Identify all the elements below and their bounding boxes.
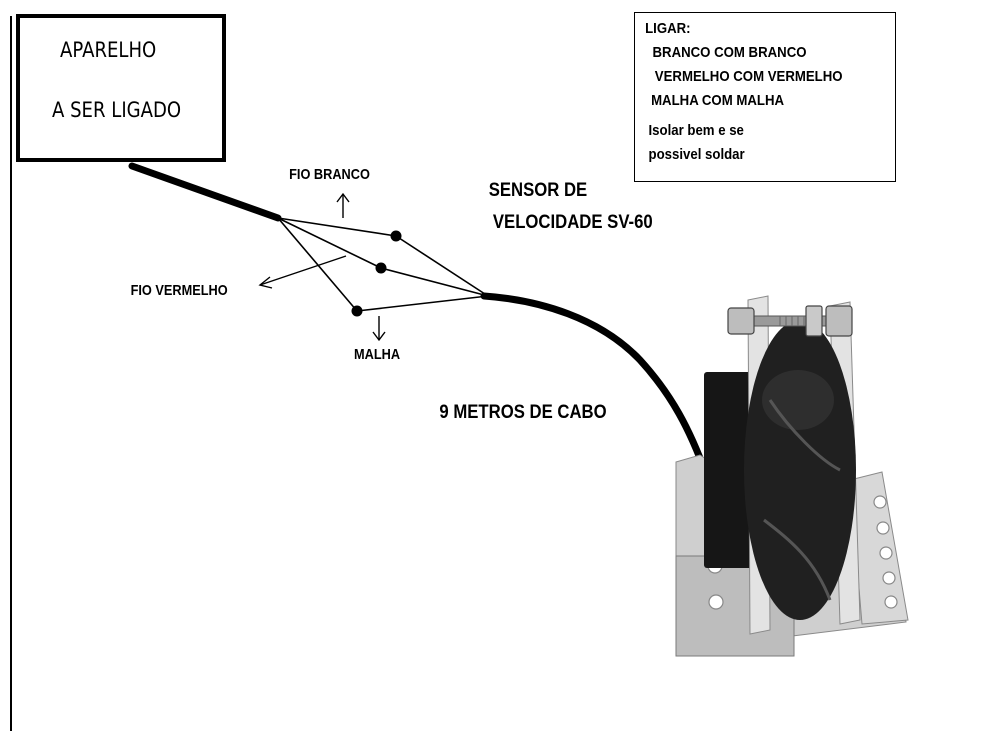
- splice-white: [390, 230, 402, 242]
- label-white-wire: FIO BRANCO: [289, 166, 370, 183]
- speed-sensor-image: [675, 295, 909, 657]
- device-label-line1: APARELHO: [60, 38, 157, 62]
- label-arrows: [258, 192, 386, 342]
- splice-mesh: [351, 305, 363, 317]
- device-box: [16, 14, 226, 162]
- device-label-line2: A SER LIGADO: [52, 98, 182, 122]
- sensor-name-line1: SENSOR DE: [488, 180, 588, 201]
- sensor-side-wires: [356, 235, 489, 312]
- instruction-rule-red: VERMELHO COM VERMELHO: [654, 68, 843, 85]
- instruction-note-line1: Isolar bem e se: [648, 122, 744, 139]
- label-red-wire: FIO VERMELHO: [130, 282, 228, 299]
- splice-red: [375, 262, 387, 274]
- left-border-line: [10, 16, 12, 731]
- label-mesh-wire: MALHA: [354, 346, 401, 363]
- sensor-cable: [480, 292, 710, 478]
- cable-length-label: 9 METROS DE CABO: [439, 402, 607, 423]
- device-cable: [128, 162, 282, 222]
- sensor-name-line2: VELOCIDADE SV-60: [492, 212, 653, 233]
- instruction-rule-white: BRANCO COM BRANCO: [652, 44, 807, 61]
- instruction-note-line2: possivel soldar: [648, 146, 745, 163]
- instruction-rule-mesh: MALHA COM MALHA: [651, 92, 785, 109]
- instructions-title: LIGAR:: [645, 20, 691, 37]
- device-side-wires: [277, 217, 397, 312]
- instructions-box: [634, 12, 896, 182]
